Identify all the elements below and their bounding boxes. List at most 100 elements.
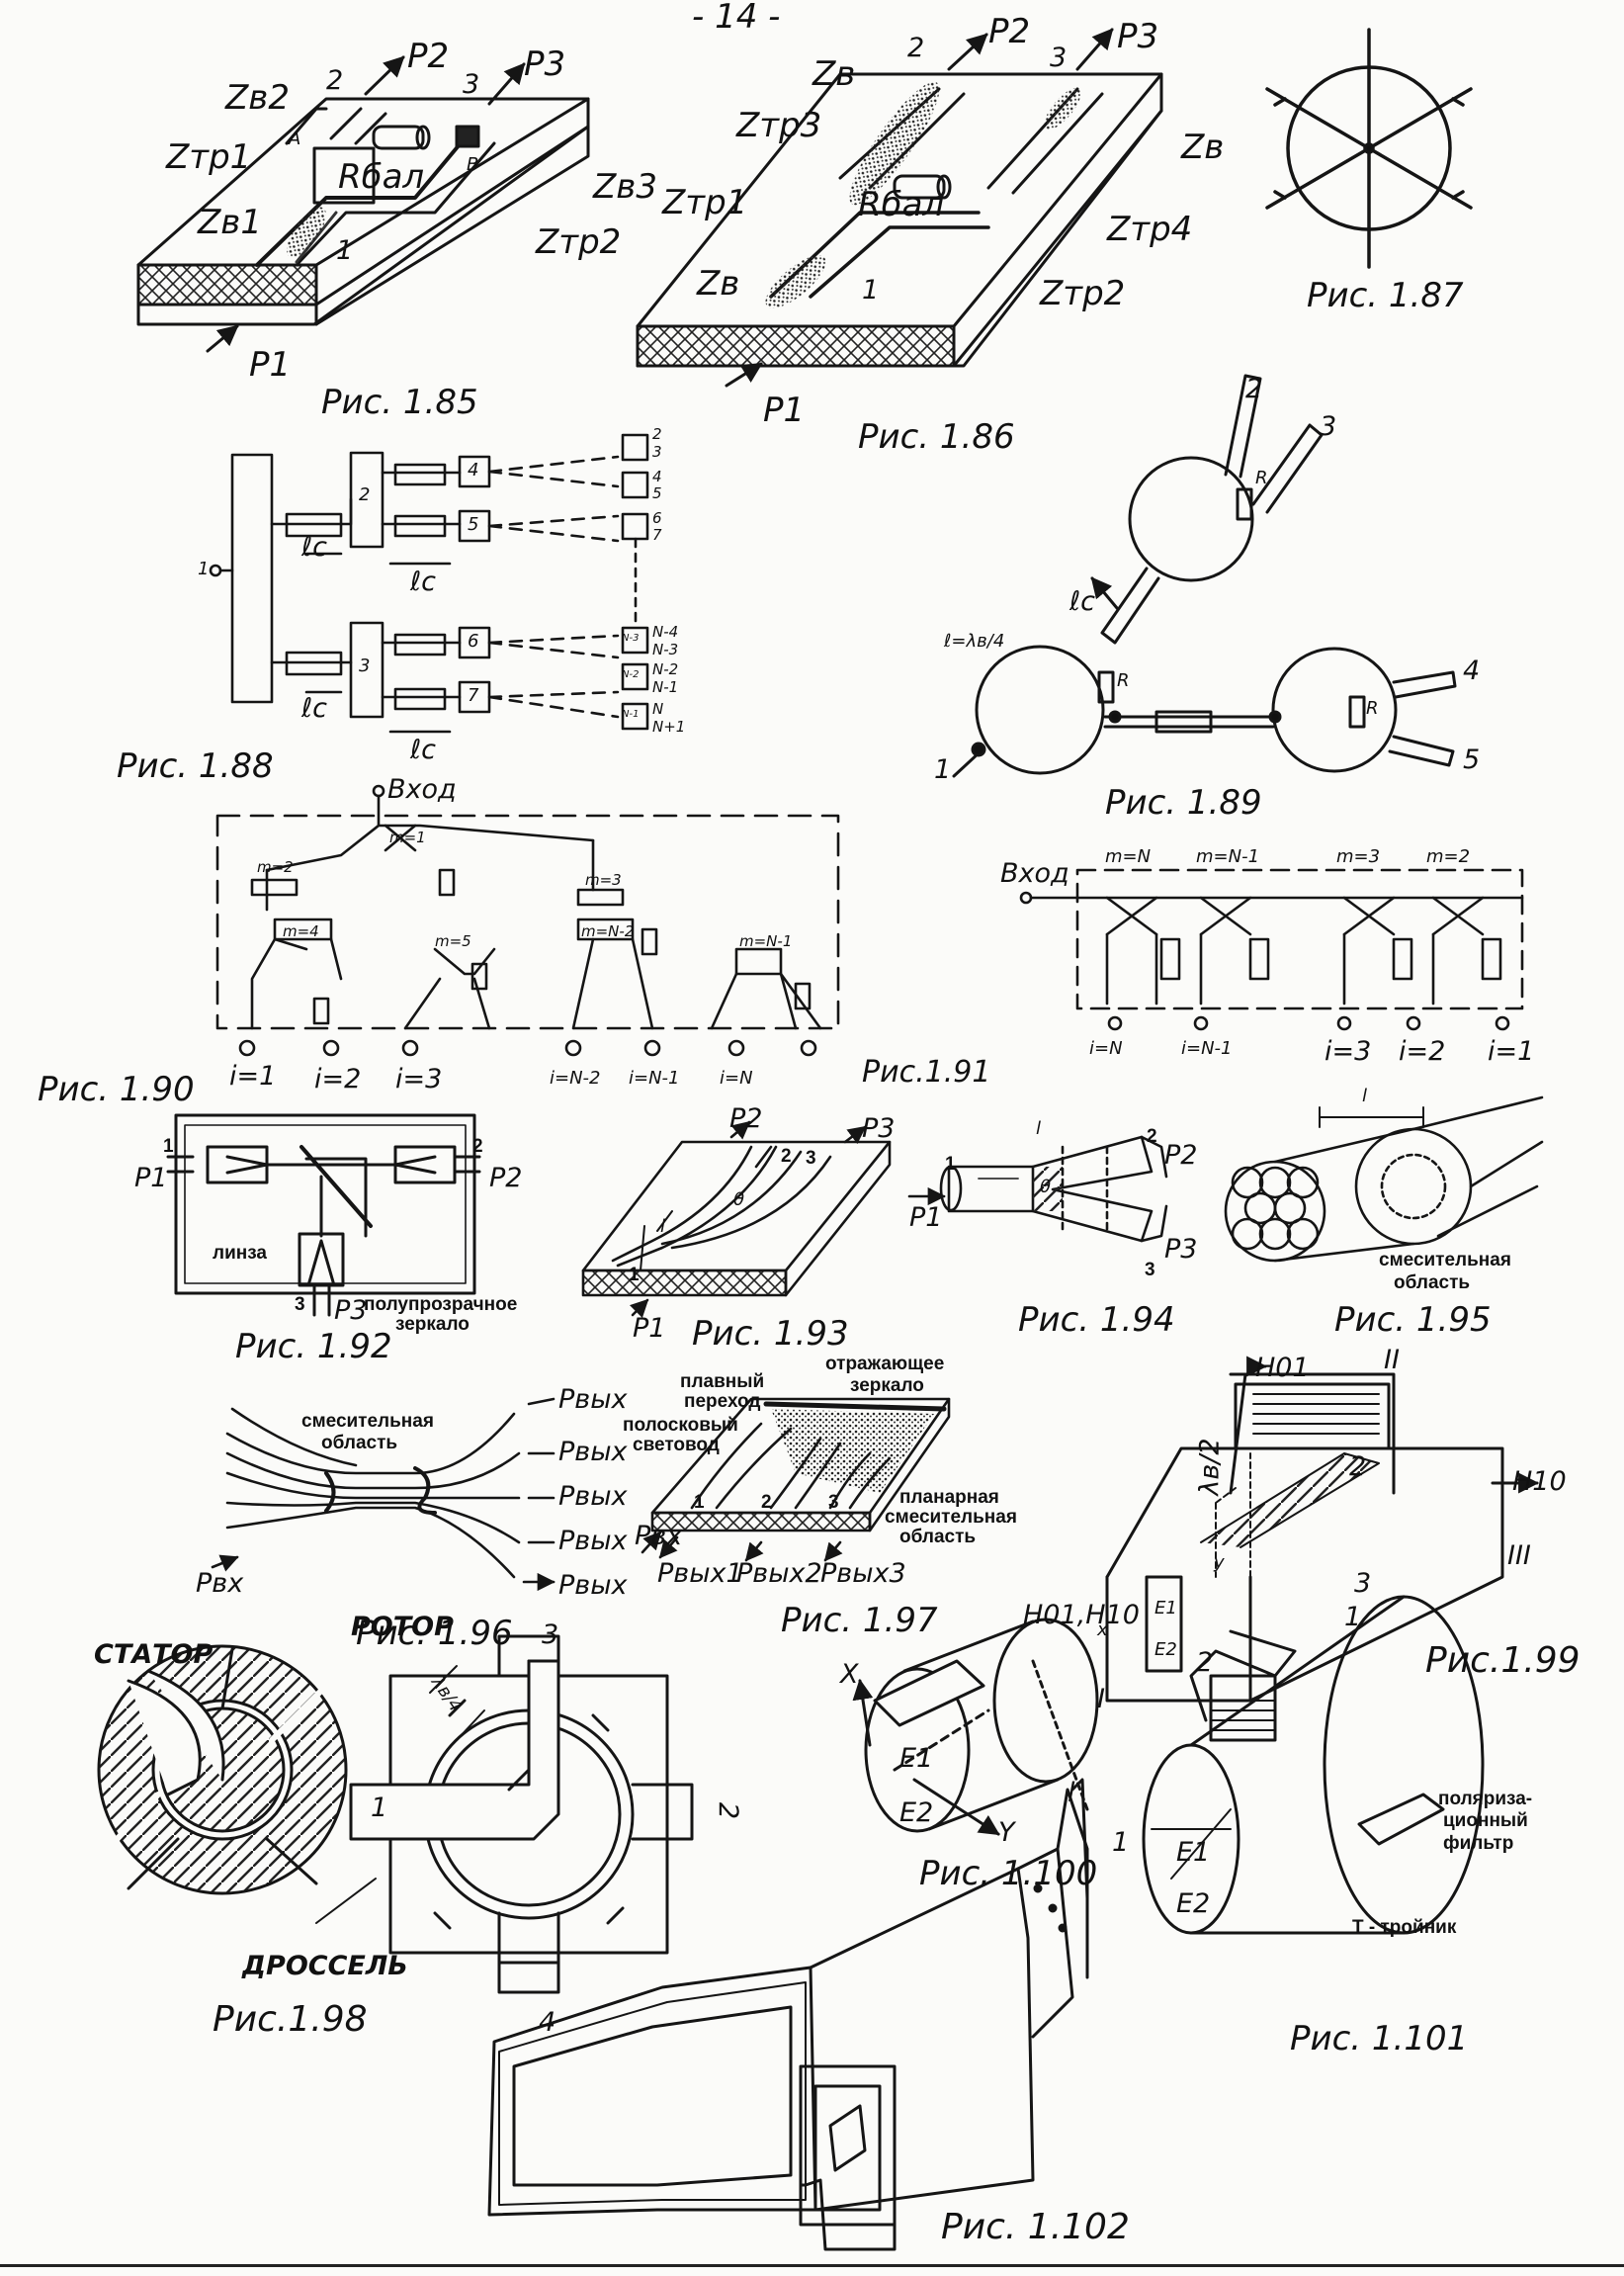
label-port-3-b: 3	[1050, 43, 1068, 73]
label-97-strip-2: световод	[633, 1435, 720, 1455]
label-94-p3: P3	[1164, 1234, 1198, 1265]
label-95-mix-2: область	[1394, 1272, 1471, 1293]
label-93-p3: P3	[862, 1113, 896, 1144]
label-97-smooth-2: переход	[684, 1391, 761, 1412]
label-90-mn2: m=N-2	[581, 922, 635, 940]
label-101-n2: 2	[1196, 1647, 1214, 1678]
caption-fig-1-89: Рис. 1.89	[1105, 783, 1262, 823]
label-90-mn1: m=N-1	[739, 932, 793, 950]
label-port-2-b: 2	[907, 33, 925, 63]
label-101-tee: Т - тройник	[1352, 1917, 1457, 1938]
label-98-rotor: РОТОР	[351, 1612, 454, 1642]
label-97-plan-1: планарная	[899, 1487, 999, 1508]
label-93-p2: P2	[729, 1103, 763, 1134]
label-port-1-b: 1	[862, 275, 880, 306]
label-n5: 5	[468, 514, 479, 535]
label-97-pout-2: Pвых2	[736, 1558, 822, 1589]
label-port-1: 1	[336, 235, 354, 266]
fig-1-93-drawing	[581, 1120, 892, 1319]
caption-fig-1-88: Рис. 1.88	[117, 746, 274, 786]
label-91-mn: m=N	[1105, 846, 1152, 867]
label-zv1: Zв1	[198, 203, 262, 242]
label-99-e1: E1	[1154, 1598, 1177, 1619]
label-89-p1: 1	[934, 754, 952, 785]
out-90-5: i=N-1	[629, 1068, 680, 1089]
label-n7: 7	[468, 685, 479, 706]
fig-1-99-drawing	[1105, 1356, 1540, 1703]
label-99-h-in: H01,H10	[1023, 1600, 1140, 1630]
label-ztr3: Zтр3	[736, 106, 822, 145]
out-top-5: 6	[652, 509, 662, 527]
label-89-lc: ℓc	[1069, 586, 1095, 617]
fig-1-86-drawing	[636, 28, 1163, 388]
label-93-l: l	[660, 1216, 666, 1237]
label-93-n3: 3	[806, 1148, 816, 1169]
caption-fig-1-100: Рис. 1.100	[919, 1854, 1098, 1893]
label-97-plan-2: смесительная	[885, 1507, 1017, 1528]
label-n2: 2	[359, 484, 371, 505]
label-101-n1: 1	[1112, 1827, 1130, 1858]
caption-fig-1-95: Рис. 1.95	[1334, 1300, 1492, 1340]
caption-fig-1-98: Рис.1.98	[213, 1999, 368, 2040]
out-bot-5: N	[652, 700, 664, 718]
out-bot-3: N-2	[652, 660, 679, 678]
label-97-n2: 2	[761, 1492, 772, 1513]
label-93-p1: P1	[633, 1313, 666, 1344]
fig-1-96-drawing	[211, 1397, 554, 1582]
label-p1: P1	[249, 345, 292, 385]
label-a: A	[289, 129, 301, 149]
label-92-n1: 1	[163, 1136, 174, 1157]
label-101-pol-1: поляриза-	[1438, 1789, 1533, 1809]
label-96-mix-2: область	[321, 1433, 398, 1453]
label-lc-3: ℓc	[301, 693, 327, 724]
label-99-n1: 1	[1344, 1602, 1362, 1632]
out-90-1: i=1	[229, 1061, 277, 1092]
label-89-p5: 5	[1463, 744, 1481, 775]
label-97-plan-3: область	[899, 1527, 977, 1547]
box-bot-2: N-2	[622, 669, 640, 680]
caption-fig-1-97: Рис. 1.97	[781, 1601, 938, 1640]
label-zv-right: Zв	[1181, 128, 1225, 167]
label-97-strip-1: полосковый	[623, 1415, 738, 1436]
label-96-pout-1: Pвых	[558, 1384, 628, 1415]
label-98-choke: ДРОССЕЛЬ	[242, 1951, 408, 1981]
label-rbal: Rбал	[338, 157, 425, 197]
label-99-h10: H10	[1512, 1466, 1567, 1497]
fig-1-89-drawing	[952, 374, 1457, 778]
fig-1-100-drawing	[852, 1618, 1099, 1836]
label-101-e1: E1	[1176, 1837, 1211, 1868]
label-89-r3: R	[1366, 698, 1379, 719]
label-ztr2-b: Zтр2	[1040, 274, 1126, 313]
label-99-x: x	[1097, 1619, 1108, 1640]
label-100-e2: E2	[899, 1797, 934, 1828]
label-100-l: l	[1068, 1778, 1075, 1808]
label-ztr4: Zтр4	[1107, 210, 1193, 249]
out-91-5: i=1	[1488, 1036, 1535, 1067]
label-90-m1: m=1	[389, 829, 426, 846]
label-93-theta: θ	[733, 1189, 745, 1210]
label-p3-b: P3	[1117, 17, 1159, 56]
caption-fig-1-101: Рис. 1.101	[1290, 2019, 1469, 2058]
out-bot-6: N+1	[652, 718, 686, 736]
box-bot-3: N-1	[622, 709, 640, 720]
label-100-x: X	[840, 1659, 859, 1690]
out-91-4: i=2	[1399, 1036, 1446, 1067]
label-91-input: Вход	[1000, 858, 1069, 889]
label-101-e2: E2	[1176, 1888, 1211, 1919]
label-90-m2: m=2	[257, 858, 294, 876]
label-89-p3: 3	[1320, 411, 1337, 442]
fig-1-95-drawing	[1224, 1095, 1544, 1263]
label-96-pout-5: Pвых	[558, 1570, 628, 1601]
box-bot-1: N-3	[622, 633, 640, 644]
label-92-mirror-1: полупрозрачное	[364, 1294, 518, 1315]
label-94-p2: P2	[1164, 1140, 1198, 1171]
label-input-1: 1	[198, 559, 210, 579]
caption-fig-1-92: Рис. 1.92	[235, 1327, 392, 1366]
label-98-n1: 1	[371, 1793, 388, 1823]
label-92-n3: 3	[295, 1294, 305, 1315]
label-ztr1: Zтр1	[166, 137, 252, 177]
label-p2: P2	[407, 37, 450, 76]
label-90-input: Вход	[387, 774, 457, 805]
